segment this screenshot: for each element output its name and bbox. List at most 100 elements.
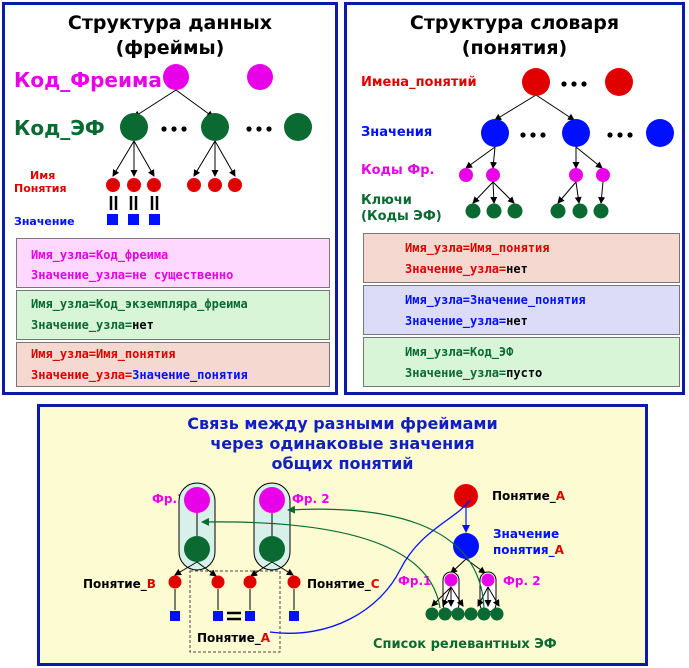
box-line: Значение_узла=не существенно <box>31 268 234 282</box>
box-line: Имя_узла=Имя_понятия <box>405 241 550 255</box>
ellipsis-dot <box>617 132 623 138</box>
label-concept-b: Понятие_В <box>83 577 156 591</box>
ellipsis-dot <box>246 126 252 132</box>
ef-node <box>184 536 210 562</box>
label-text: понятия_ <box>493 543 555 557</box>
label-text: С <box>370 577 380 591</box>
concept-node <box>127 178 141 192</box>
ef-key-node <box>486 203 502 219</box>
label-relevant-ef-list: Список релевантных ЭФ <box>373 637 557 652</box>
frame-code-node <box>596 168 610 182</box>
panel-data-structure <box>2 2 338 395</box>
ef-key-node <box>593 203 609 219</box>
label-values: Значения <box>361 125 433 140</box>
box-line: Значение_узла=Значение_понятия <box>31 368 248 382</box>
concept-node <box>106 178 120 192</box>
ef-list-node <box>464 607 478 621</box>
concept-a-dashed-box <box>189 570 281 653</box>
panel1-tree <box>106 64 312 225</box>
panel3-diagram <box>168 482 504 653</box>
frame-code-node <box>247 64 273 90</box>
ef-list-node <box>425 607 439 621</box>
box-line: Значение_узла=нет <box>405 262 528 276</box>
label-value-concept-2: понятия_А <box>493 543 564 557</box>
ef-key-node <box>572 203 588 219</box>
value-node <box>170 611 180 621</box>
box-line: Имя_узла=Значение_понятия <box>405 293 586 307</box>
label-value-concept-1: Значение <box>493 527 560 541</box>
frame-code-node <box>459 168 473 182</box>
frame-code-node <box>481 573 495 587</box>
ellipsis-dot <box>520 132 526 138</box>
panel1-title-line1: Структура данных <box>67 12 273 34</box>
label-ef-code: Код_ЭФ <box>14 116 105 140</box>
link-arrow-fr2 <box>287 505 485 609</box>
label-text: А <box>554 543 564 557</box>
box-text: нет <box>506 314 528 328</box>
concept-a-value-node <box>453 533 479 559</box>
ellipsis-dot <box>256 126 262 132</box>
concept-node <box>228 178 242 192</box>
ef-node <box>259 536 285 562</box>
panel3-title-line1: Связь между разными фреймами <box>187 414 498 433</box>
panel2-title-line1: Структура словаря <box>409 12 620 34</box>
label-frame-codes: Коды Фр. <box>361 163 435 178</box>
label-text: Понятие_ <box>83 577 147 591</box>
value-node <box>149 214 160 225</box>
panel2-title-line2: (понятия) <box>461 37 568 59</box>
ellipsis-dot <box>161 126 167 132</box>
ellipsis-dot <box>171 126 177 132</box>
concept-node <box>287 575 301 589</box>
ef-key-node <box>465 203 481 219</box>
label-text: Понятие_ <box>197 631 261 645</box>
box-text: Значение_узла= <box>405 366 507 380</box>
label-text: Понятие_ <box>307 577 371 591</box>
concept-node <box>211 575 225 589</box>
concept-value-node <box>646 119 674 147</box>
concept-name-node <box>522 68 550 96</box>
label-frame-code: Код_Фреима <box>14 68 162 92</box>
ellipsis-dot <box>530 132 536 138</box>
ef-list-node <box>490 607 504 621</box>
label-text: А <box>555 489 566 503</box>
box-line: Имя_узла=Имя_понятия <box>31 347 176 361</box>
ellipsis-dot <box>540 132 546 138</box>
ef-list-node <box>477 607 491 621</box>
box-text: Значение_узла= <box>31 318 133 332</box>
box-line: Значение_узла=нет <box>31 318 154 332</box>
ef-code-node <box>284 113 312 141</box>
ellipsis-dot <box>607 132 613 138</box>
ef-code-node <box>120 113 148 141</box>
panel3-title-line2: через одинаковые значения <box>210 434 475 453</box>
label-fr2-right: Фр. 2 <box>503 574 541 588</box>
panel-dictionary-structure <box>344 2 685 395</box>
label-fr2: Фр. 2 <box>292 492 330 506</box>
frame-node <box>259 487 285 513</box>
box-text: Значение_узла= <box>31 368 133 382</box>
ellipsis-dot <box>266 126 272 132</box>
panel2-box-ef-code: Имя_узла=Код_ЭФ Значение_узла=пусто <box>363 337 680 387</box>
ef-key-node <box>550 203 566 219</box>
concept-node <box>243 575 257 589</box>
value-node <box>245 611 255 621</box>
label-keys-2: (Коды ЭФ) <box>361 209 442 224</box>
ellipsis-dot <box>181 126 187 132</box>
value-node <box>213 611 223 621</box>
concept-node <box>187 178 201 192</box>
label-keys-1: Ключи <box>361 193 412 208</box>
panel1-box-ef-code: Имя_узла=Код_экземпляра_фреима Значение_… <box>16 290 330 340</box>
panel3-title-line3: общих понятий <box>271 454 414 473</box>
label-fr1-right: Фр.1 <box>398 574 432 588</box>
frame-code-node <box>486 168 500 182</box>
value-node <box>289 611 299 621</box>
label-concept-a-bottom: Понятие_А <box>197 631 270 645</box>
label-value: Значение <box>14 215 75 228</box>
box-line: Значение_узла=пусто <box>405 366 542 380</box>
panel2-box-concept-name: Имя_узла=Имя_понятия Значение_узла=нет <box>363 233 680 283</box>
concept-node <box>168 575 182 589</box>
box-text: Значение_узла= <box>405 262 507 276</box>
link-concept-a <box>269 499 471 634</box>
ellipsis-dot <box>561 81 567 87</box>
box-text: нет <box>132 318 154 332</box>
box-line: Значение_узла=нет <box>405 314 528 328</box>
